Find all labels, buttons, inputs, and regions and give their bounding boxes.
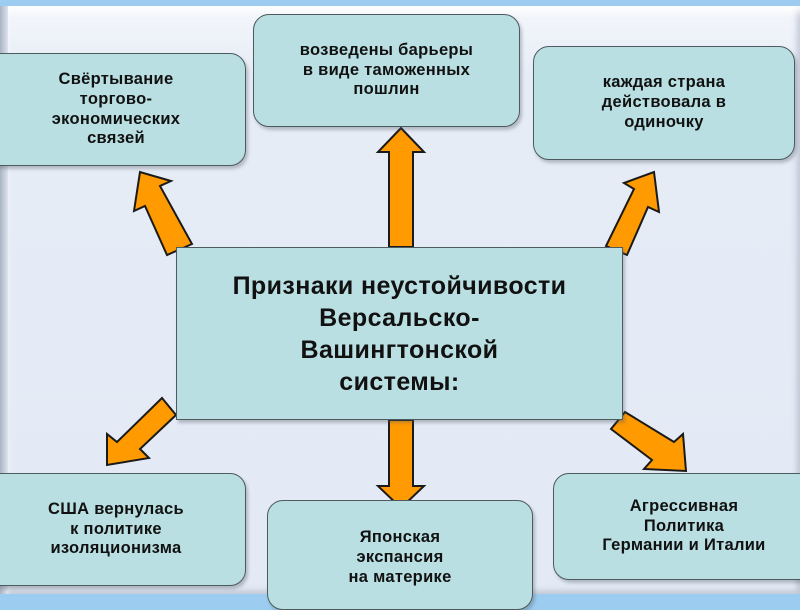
central-topic-label: Признаки неустойчивости Версальско- Ваши… — [232, 271, 567, 396]
node-trade-collapse: Свёртывание торгово- экономических связе… — [0, 53, 246, 166]
node-usa-isolationism: США вернулась к политике изоляционизма — [0, 473, 246, 586]
node-label: возведены барьеры в виде таможенных пошл… — [299, 40, 474, 99]
node-label: США вернулась к политике изоляционизма — [48, 499, 184, 558]
slide-frame-edge — [0, 6, 8, 594]
central-topic: Признаки неустойчивости Версальско- Ваши… — [176, 247, 623, 420]
node-customs-barriers: возведены барьеры в виде таможенных пошл… — [253, 14, 520, 127]
node-label: Агрессивная Политика Германии и Италии — [602, 496, 766, 555]
node-label: каждая страна действовала в одиночку — [601, 73, 727, 131]
node-aggressive-policy: Агрессивная Политика Германии и Италии — [553, 473, 800, 580]
node-japanese-expansion: Японская экспансия на материке — [267, 500, 533, 610]
node-acted-alone: каждая страна действовала в одиночку — [533, 46, 795, 160]
node-label: Японская экспансия на материке — [348, 528, 452, 586]
node-label: Свёртывание торгово- экономических связе… — [51, 69, 181, 148]
